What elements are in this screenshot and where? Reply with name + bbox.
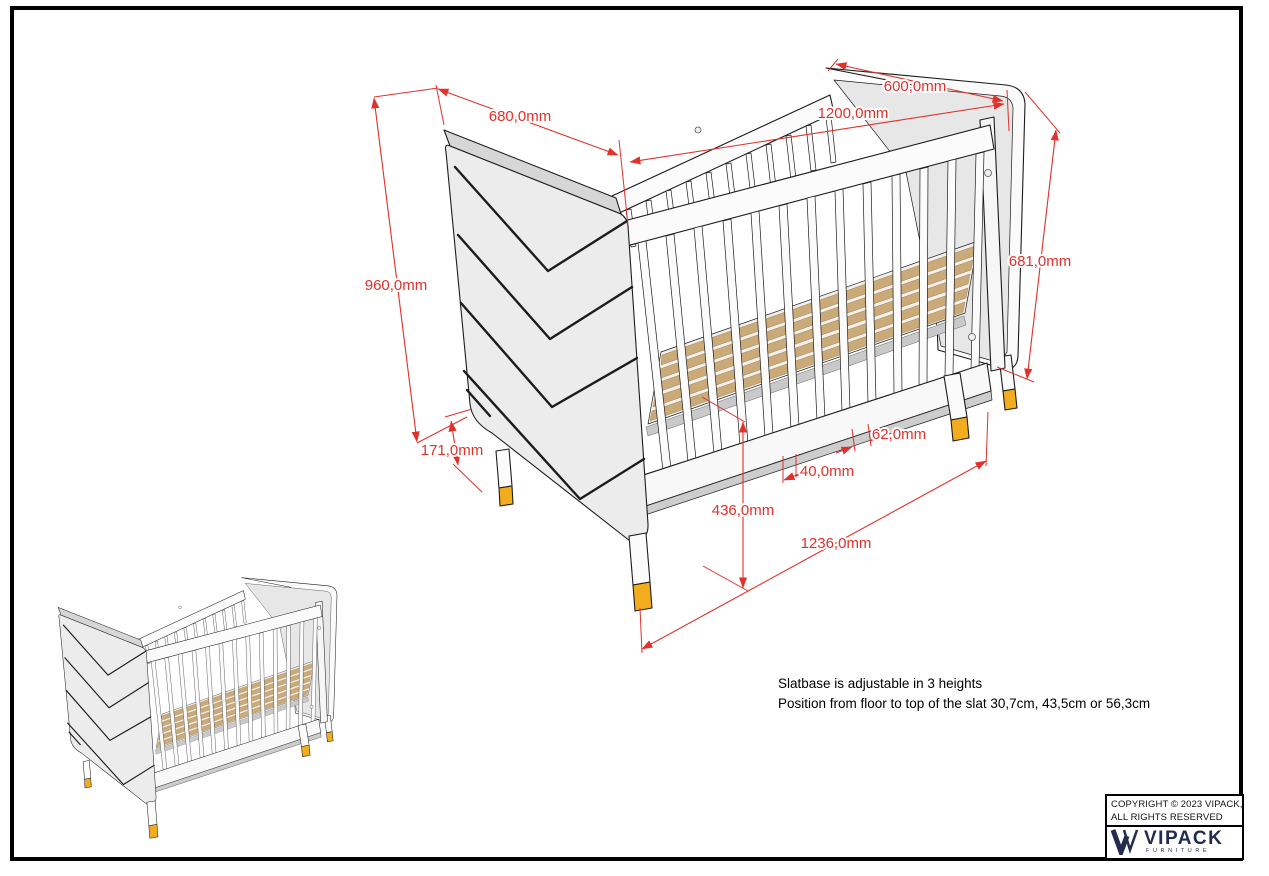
dimension-label-1200: 1200,0mm [818, 105, 889, 122]
dimension-label-1236: 1236,0mm [801, 535, 872, 552]
dimension-label-436: 436,0mm [712, 502, 775, 519]
brand-name: VIPACK [1144, 827, 1224, 849]
copyright-line-2: ALL RIGHTS RESERVED [1111, 812, 1223, 823]
brand-subtitle: FURNITURE [1146, 847, 1211, 854]
copyright-text: COPYRIGHT © 2023 VIPACK, ALL RIGHTS RESE… [1107, 796, 1242, 827]
dimension-label-680: 680,0mm [489, 108, 552, 125]
dimension-annotations: 680,0mm 600,0mm 1200,0mm 960,0mm 681,0mm… [363, 58, 1073, 654]
slatbase-notes: Slatbase is adjustable in 3 heights Posi… [778, 674, 1150, 713]
main-crib-view [442, 66, 1027, 613]
vipack-logo-mark-icon [1110, 829, 1139, 855]
dimension-label-600: 600,0mm [884, 78, 947, 95]
dimension-label-40: 40,0mm [800, 463, 854, 480]
note-line-2: Position from floor to top of the slat 3… [778, 695, 1151, 711]
dimension-label-681: 681,0mm [1009, 253, 1072, 270]
small-crib-view [57, 577, 338, 839]
title-block: COPYRIGHT © 2023 VIPACK, ALL RIGHTS RESE… [1105, 794, 1244, 860]
note-line-1: Slatbase is adjustable in 3 heights [778, 676, 983, 691]
vipack-logo: VIPACK FURNITURE [1107, 827, 1242, 856]
dimension-label-960: 960,0mm [365, 277, 428, 294]
dimension-label-62: 62,0mm [872, 426, 926, 443]
sheet-border [10, 6, 1243, 861]
copyright-line-1: COPYRIGHT © 2023 VIPACK, [1111, 799, 1243, 810]
dimension-label-171: 171,0mm [421, 442, 484, 459]
